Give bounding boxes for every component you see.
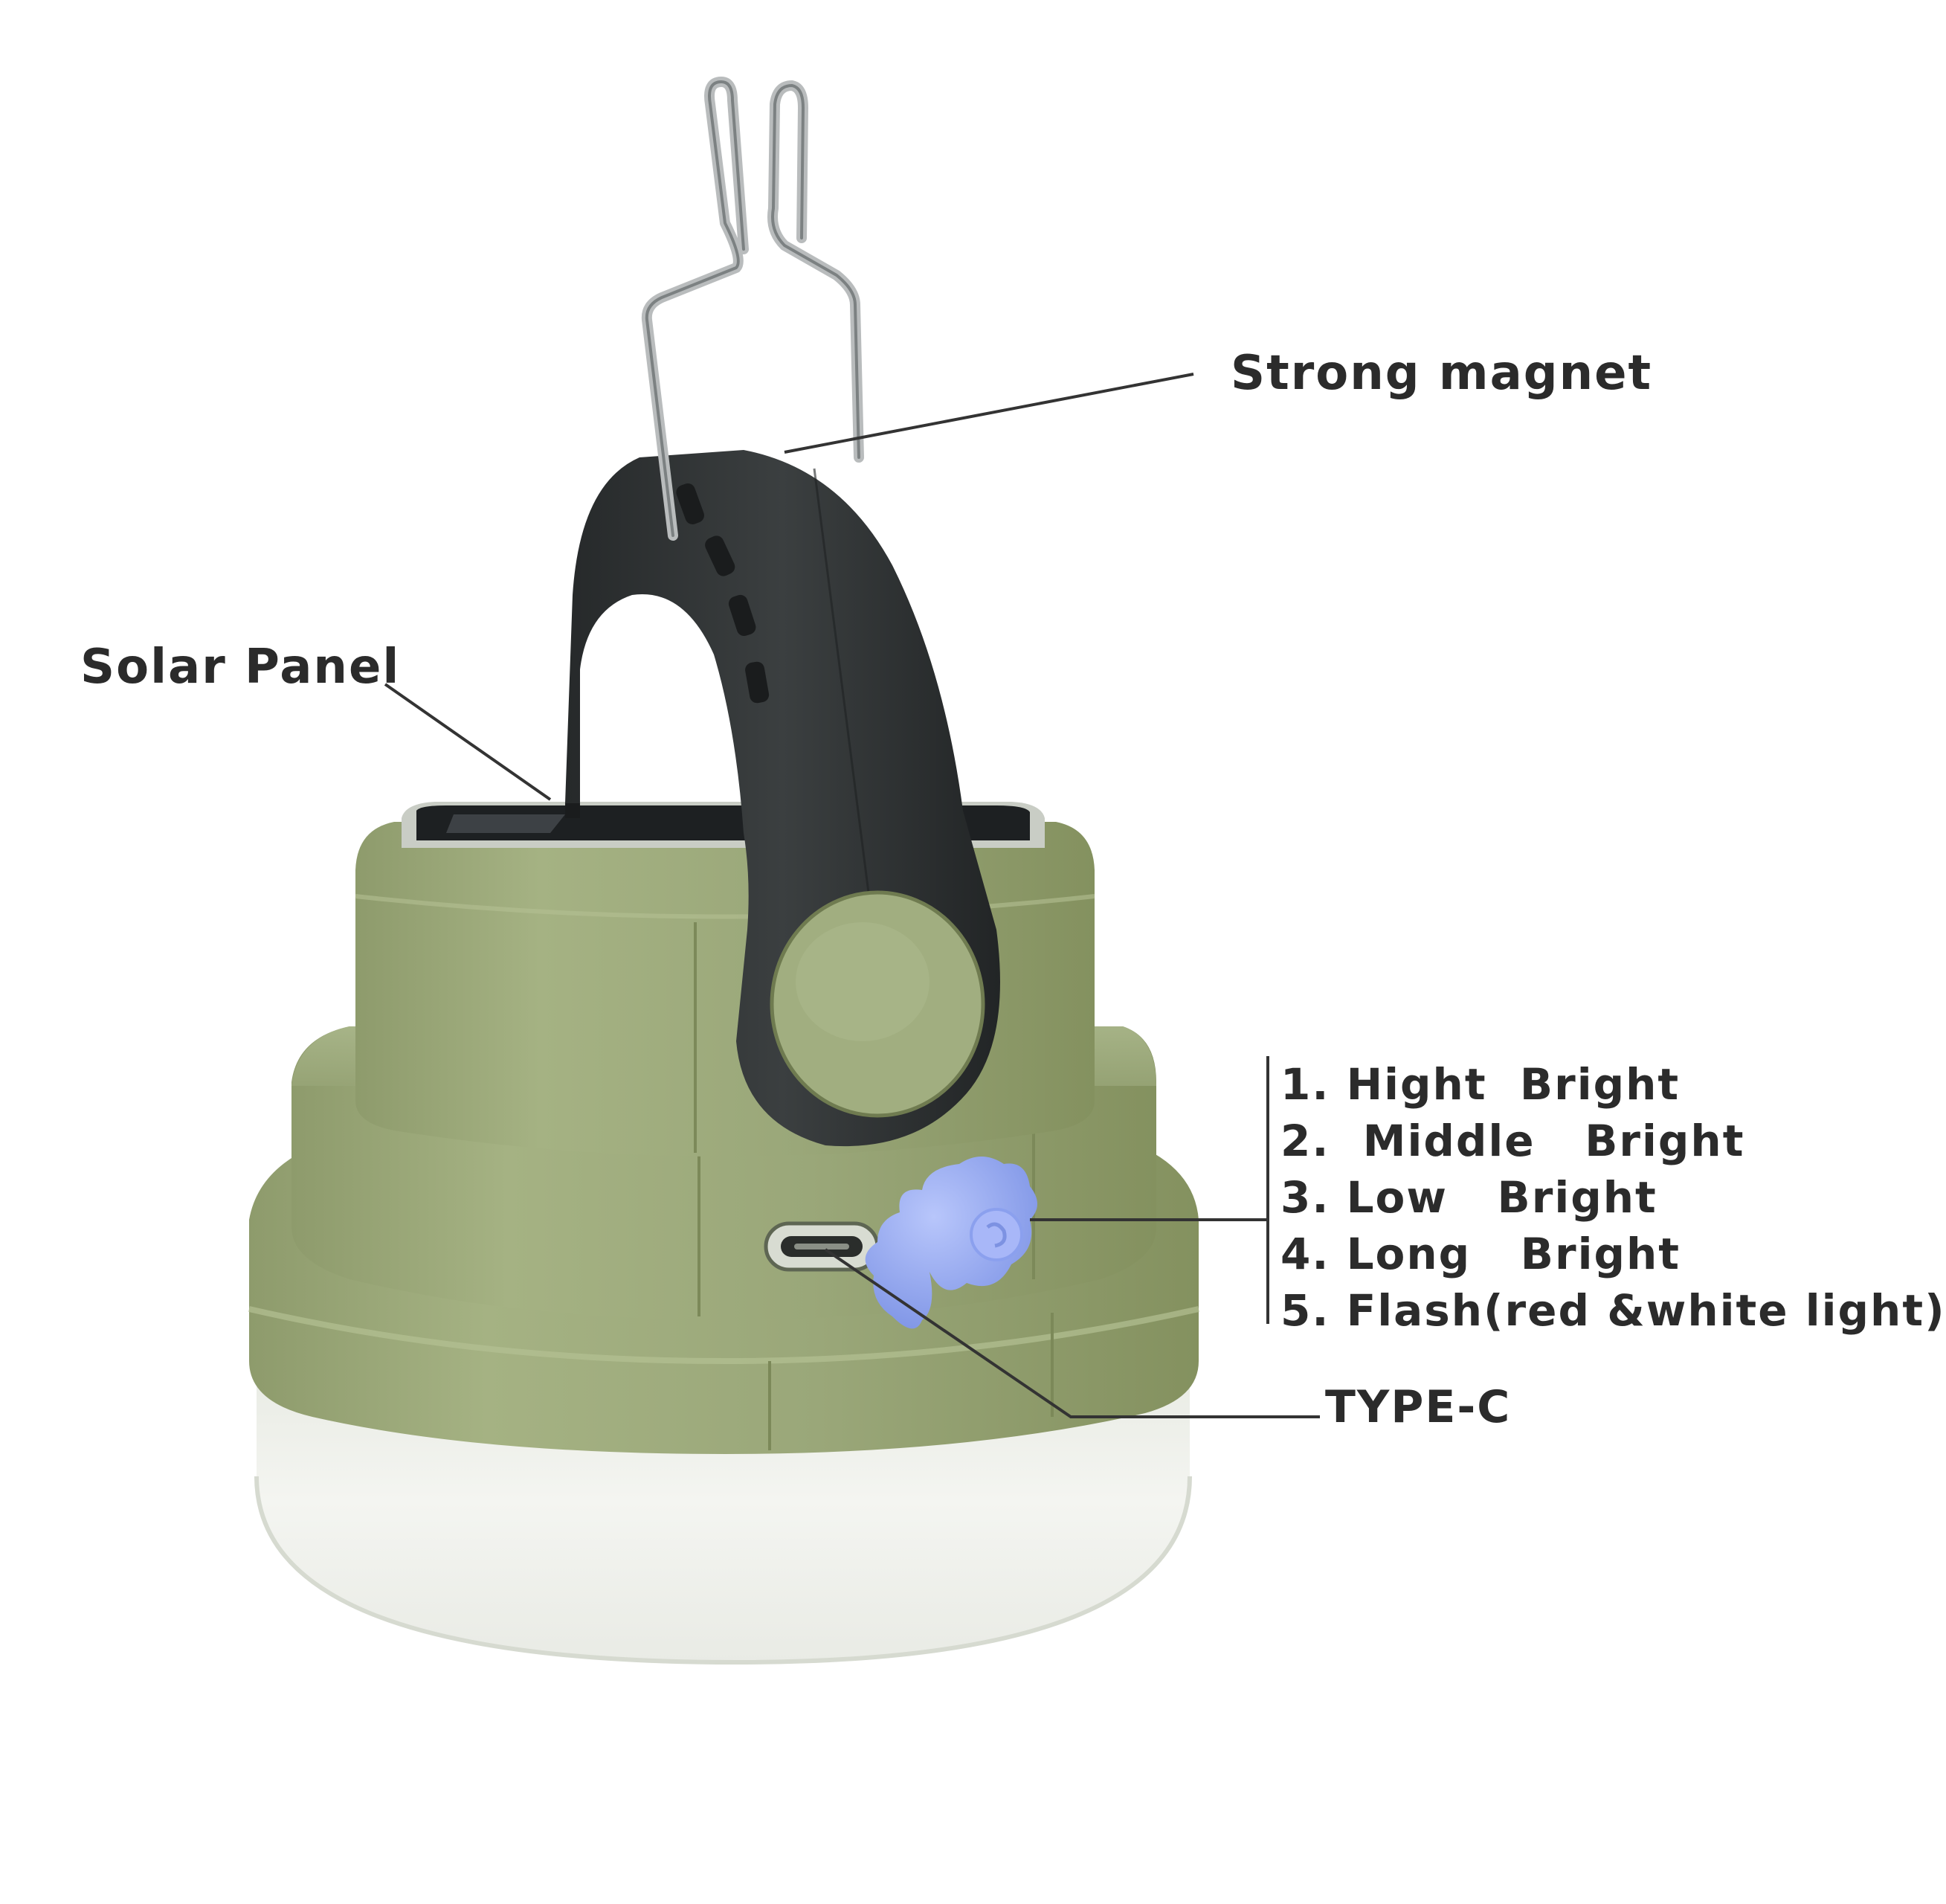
leader-strong-magnet	[784, 373, 1194, 454]
wire-hook	[641, 77, 864, 541]
callout-type-c: TYPE-C	[1325, 1381, 1512, 1433]
callout-solar-panel: Solar Panel	[80, 640, 401, 695]
mode-button	[865, 1157, 1037, 1329]
leader-lines	[384, 373, 1320, 1418]
product-illustration	[248, 77, 1320, 1665]
mode-item: 3. Low Bright	[1280, 1172, 1657, 1223]
light-modes-list: 1. Hight Bright 2. Middle Bright 3. Low …	[1280, 1056, 1946, 1339]
mode-item: 4. Long Bright	[1280, 1229, 1681, 1279]
mode-item: 1. Hight Bright	[1280, 1059, 1681, 1110]
leader-solar-panel	[384, 683, 552, 801]
mode-item: 2. Middle Bright	[1280, 1116, 1745, 1166]
callout-strong-magnet: Strong magnet	[1231, 346, 1653, 401]
leader-type-c	[824, 1248, 1320, 1418]
mode-item: 5. Flash(red &white light)	[1280, 1285, 1946, 1336]
usb-c-port	[764, 1221, 880, 1272]
handle-pivot-disc	[770, 890, 985, 1118]
